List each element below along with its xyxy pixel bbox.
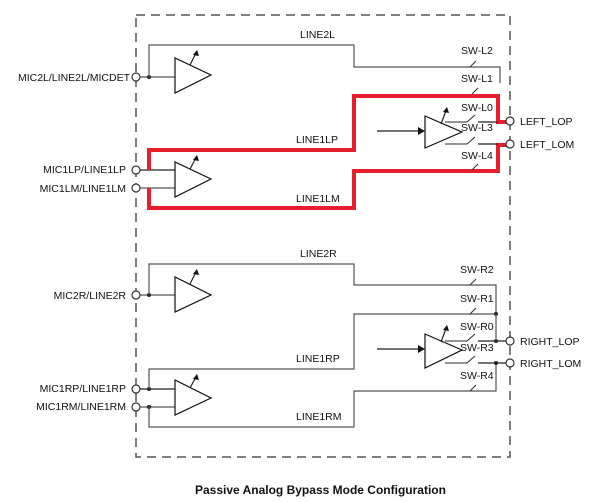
input-label-mic1rp: MIC1RP/LINE1RP: [40, 383, 126, 395]
switch-sw-r4: [469, 384, 477, 392]
switch-label-sw-l3: SW-L3: [461, 122, 493, 134]
switch-label-sw-l2: SW-L2: [461, 45, 493, 57]
output-pin-right-lom[interactable]: [505, 358, 515, 368]
switch-sw-r0: [466, 333, 476, 342]
switch-sw-l0: [466, 114, 476, 123]
highlight-path-line1lm: [147, 143, 510, 210]
switch-label-sw-r2: SW-R2: [460, 264, 494, 276]
input-pin-mic1rm[interactable]: [131, 402, 141, 412]
input-label-mic1lp: MIC1LP/LINE1LP: [43, 164, 126, 176]
switch-label-sw-l0: SW-L0: [461, 102, 493, 114]
output-pin-left-lom[interactable]: [505, 139, 515, 149]
switch-sw-l3: [466, 136, 476, 145]
switch-label-sw-l1: SW-L1: [461, 73, 493, 85]
switch-sw-l4: [471, 163, 479, 171]
switch-sw-l2: [469, 60, 477, 68]
output-label-right-lop: RIGHT_LOP: [520, 336, 580, 348]
switch-label-sw-r1: SW-R1: [460, 293, 494, 305]
net-label-line2r: LINE2R: [300, 248, 337, 260]
switch-label-sw-r3: SW-R3: [460, 342, 494, 354]
input-label-mic1lm: MIC1LM/LINE1LM: [40, 183, 126, 195]
input-label-mic2l: MIC2L/LINE2L/MICDET: [18, 72, 131, 84]
net-label-line1lp: LINE1LP: [296, 134, 338, 146]
input-pin-mic1lp[interactable]: [131, 165, 141, 175]
switch-sw-l1: [471, 87, 479, 95]
output-label-left-lop: LEFT_LOP: [520, 116, 573, 128]
net-label-line2l: LINE2L: [300, 29, 335, 41]
diagram-title: Passive Analog Bypass Mode Configuration: [195, 483, 446, 497]
wire-line2r: [148, 263, 497, 314]
wire-line1rm: [148, 363, 497, 428]
amplifier-mic1l: [174, 161, 213, 198]
net-label-line1rp: LINE1RP: [296, 353, 340, 365]
device-boundary: [135, 14, 511, 458]
switch-sw-r1: [469, 307, 477, 315]
input-label-mic2r: MIC2R/LINE2R: [54, 290, 127, 302]
input-label-mic1rm: MIC1RM/LINE1RM: [36, 401, 126, 413]
output-mixer-left: [424, 115, 464, 149]
wire-line2l: [148, 44, 501, 83]
input-pin-mic1lm[interactable]: [131, 183, 141, 193]
switch-label-sw-r0: SW-R0: [460, 321, 494, 333]
input-pin-mic1rp[interactable]: [131, 384, 141, 394]
output-mixer-right: [424, 333, 464, 369]
input-pin-mic2l[interactable]: [131, 72, 141, 82]
net-label-line1lm: LINE1LM: [296, 193, 340, 205]
switch-sw-r2: [469, 278, 477, 286]
output-pin-right-lop[interactable]: [505, 336, 515, 346]
switch-sw-r3: [466, 355, 476, 364]
output-label-left-lom: LEFT_LOM: [520, 139, 574, 151]
amplifier-mic2r: [174, 276, 213, 313]
switch-label-sw-l4: SW-L4: [461, 150, 493, 162]
wire-line1rp: [148, 313, 496, 389]
output-pin-left-lop[interactable]: [505, 116, 515, 126]
output-label-right-lom: RIGHT_LOM: [520, 358, 581, 370]
net-label-line1rm: LINE1RM: [296, 411, 342, 423]
switch-label-sw-r4: SW-R4: [460, 370, 494, 382]
amplifier-mic2l: [174, 57, 213, 94]
input-pin-mic2r[interactable]: [131, 290, 141, 300]
amplifier-mic1r: [174, 379, 213, 416]
